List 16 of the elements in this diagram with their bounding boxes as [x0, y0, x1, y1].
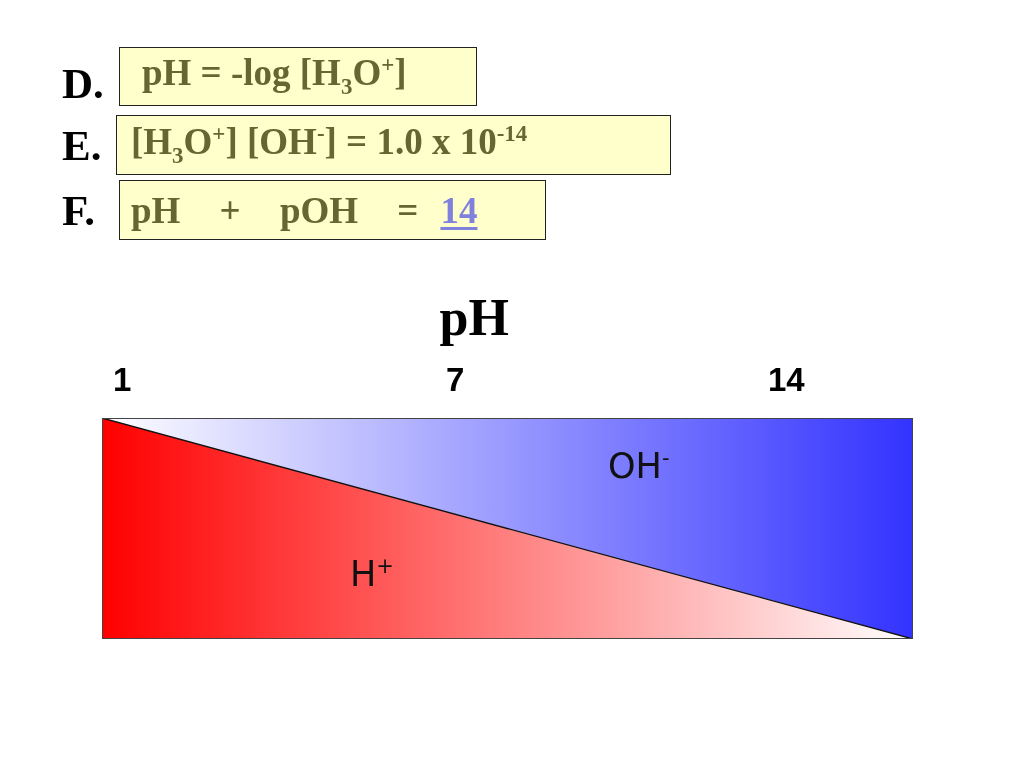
item-letter: D. [62, 62, 104, 105]
answer-text: 14 [440, 191, 478, 229]
scale-title: pH [439, 292, 509, 344]
formula-panel [119, 47, 477, 106]
formula-text: pH = -log [H$_{3}$O$^{+}$] [142, 54, 407, 99]
formula-panel [116, 115, 671, 175]
formula-panel [119, 180, 546, 240]
formula-text: pH + pOH = [131, 191, 419, 229]
tick-label: 7 [446, 363, 465, 396]
item-letter: F. [62, 189, 96, 232]
item-letter: E. [62, 124, 102, 167]
tick-label: 1 [113, 363, 132, 396]
ion-label: OH$^{-}$ [608, 448, 670, 484]
formula-text: [H$_{3}$O$^{+}$] [OH$^{-}$] = 1.0 x 10$^{-14}$ [131, 122, 528, 168]
ion-label: H$^{+}$ [350, 556, 394, 592]
tick-label: 14 [768, 363, 805, 396]
